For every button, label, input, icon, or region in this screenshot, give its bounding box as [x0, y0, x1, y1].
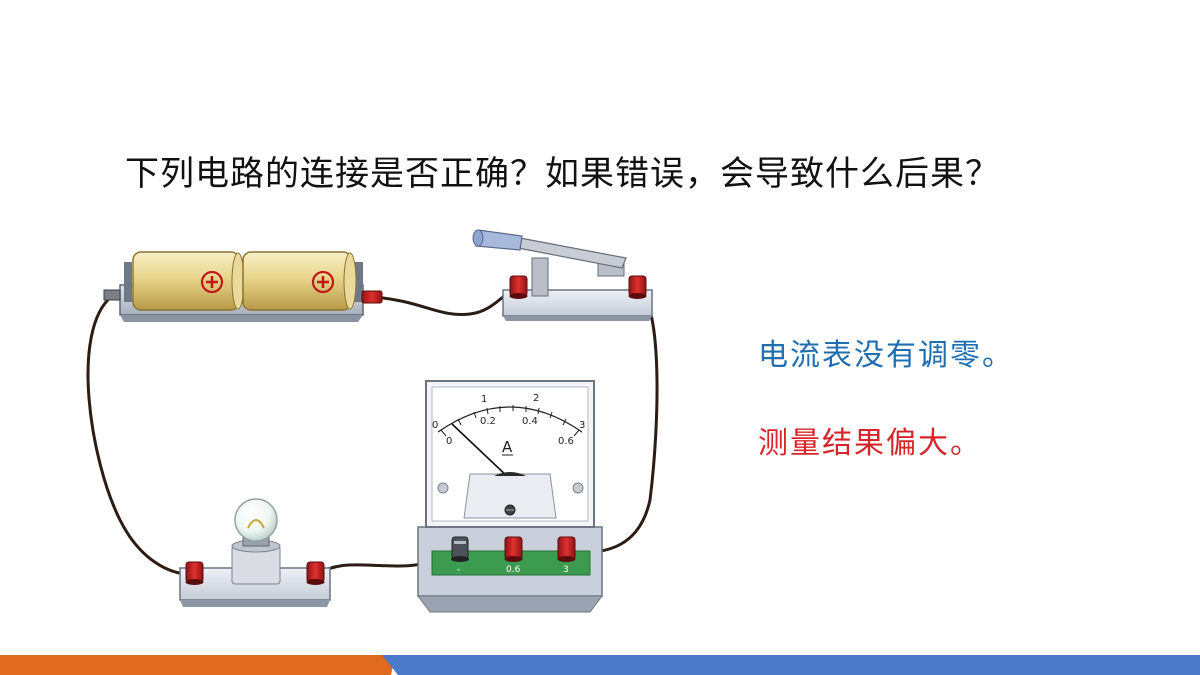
scale-top-2: 2	[533, 393, 539, 404]
wire-battery-to-switch	[370, 286, 520, 317]
footer-bar-orange	[0, 655, 395, 675]
battery-plus-icon	[311, 270, 335, 294]
scale-bottom-3: 0.6	[558, 436, 574, 447]
ammeter-terminal-3	[557, 536, 576, 562]
battery-cell-1	[132, 251, 245, 311]
battery-plus-icon	[200, 270, 224, 294]
answer-not-zeroed: 电流表没有调零。	[758, 338, 1014, 373]
scale-bottom-0: 0	[446, 436, 452, 447]
terminal-label-0.6: 0.6	[506, 565, 521, 575]
scale-top-0: 0	[432, 420, 438, 431]
ammeter-terminal-negative	[451, 536, 469, 562]
wire-battery-to-bulb	[86, 294, 194, 576]
knife-switch	[472, 229, 653, 321]
terminal-label-3: 3	[563, 565, 569, 575]
wire-switch-to-ammeter	[565, 290, 659, 555]
battery-holder	[103, 251, 383, 322]
battery-terminal-negative	[103, 289, 121, 301]
ammeter-needle	[451, 423, 510, 479]
answer-result-too-large: 测量结果偏大。	[758, 426, 982, 461]
bulb-terminal-left	[185, 561, 204, 585]
footer-bar-blue	[382, 655, 1200, 675]
switch-terminal-left	[509, 275, 528, 299]
bulb-terminal-right	[306, 561, 325, 585]
scale-bottom-1: 0.2	[480, 416, 496, 427]
scale-top-1: 1	[481, 394, 487, 405]
light-bulb	[179, 498, 331, 607]
ammeter-ticks	[440, 405, 580, 437]
scale-bottom-2: 0.4	[522, 416, 538, 427]
battery-terminal-positive	[361, 290, 383, 304]
ammeter-unit-label: A	[502, 438, 513, 456]
terminal-label-negative: -	[457, 565, 460, 575]
ammeter-terminal-0.6	[504, 536, 523, 562]
question-text: 下列电路的连接是否正确？如果错误，会导致什么后果？	[125, 154, 1000, 194]
wires	[86, 286, 659, 577]
switch-terminal-right	[628, 275, 647, 299]
ammeter: 0 1 2 3 0 0.2 0.4 0.6 A - 0.6 3	[417, 380, 603, 613]
battery-cell-2	[242, 251, 357, 311]
scale-top-3: 3	[579, 420, 585, 431]
